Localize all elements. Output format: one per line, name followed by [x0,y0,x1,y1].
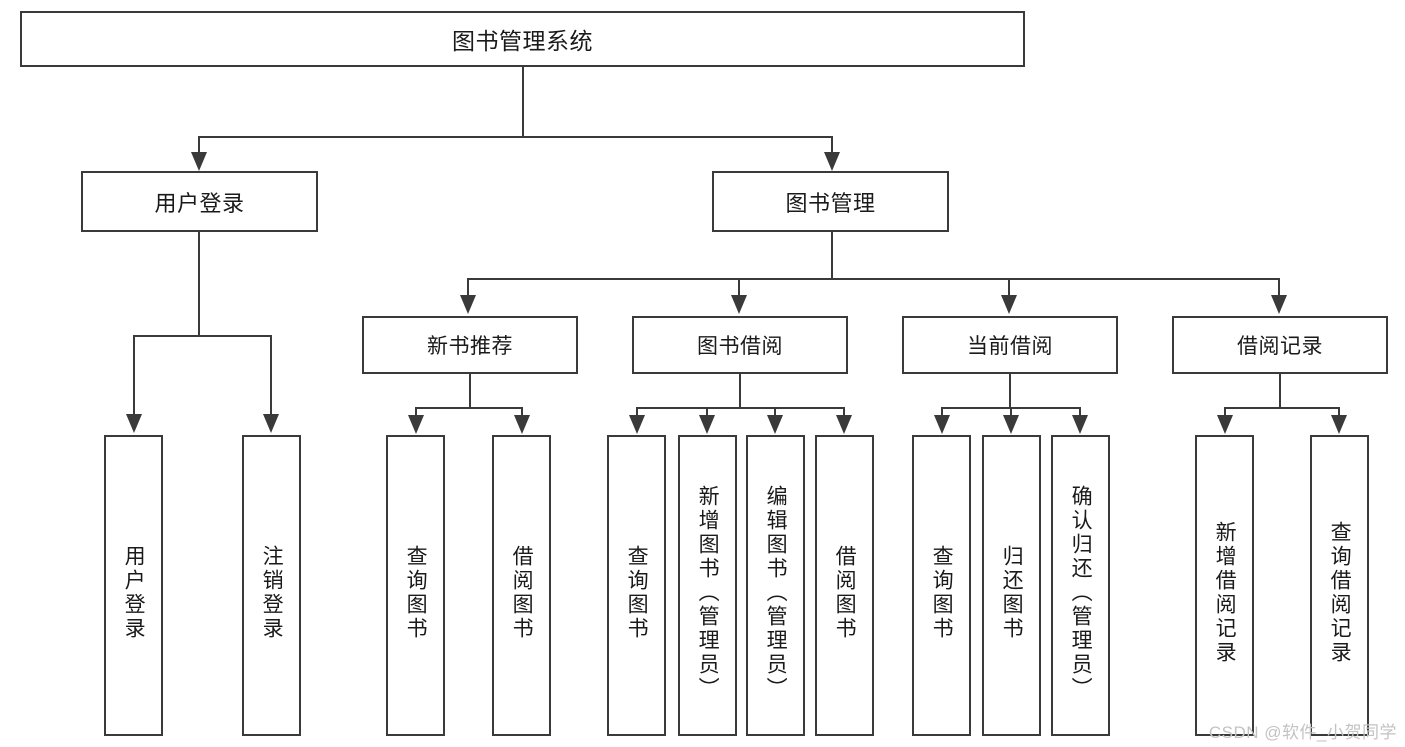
leaf-borrow-book[interactable]: 借阅图书 [815,435,874,736]
connector-current-borrow-trunk [1009,374,1011,407]
connector-book-borrow-to-leaf-2 [706,407,708,419]
arrow-new-book-to-leaf-2 [514,415,530,434]
leaf-user-login[interactable]: 用户登录 [104,435,163,736]
connector-borrow-record-bus [1224,407,1340,409]
leaf-label: 用户登录 [122,544,146,641]
connector-current-borrow-to-leaf-1 [941,407,943,419]
leaf-query-book-borrow[interactable]: 查询图书 [607,435,666,736]
arrow-book-borrow-to-leaf-4 [836,415,852,434]
node-current-borrow[interactable]: 当前借阅 [902,316,1118,374]
arrow-current-borrow-to-leaf-2 [1003,415,1019,434]
connector-user-login-trunk [198,232,200,335]
leaf-label: 查询图书 [930,544,954,641]
connector-borrow-record-to-leaf-1 [1224,407,1226,419]
connector-root-trunk [522,67,524,136]
leaf-logout[interactable]: 注销登录 [242,435,301,736]
leaf-label: 借阅图书 [510,544,534,641]
arrow-book-borrow-to-leaf-3 [767,415,783,434]
node-label: 新书推荐 [427,335,513,358]
leaf-label: 编辑图书（管理员） [764,484,788,701]
node-label: 借阅记录 [1237,335,1323,358]
arrow-book-manage-to-l3-1 [460,295,476,314]
leaf-label: 查询借阅记录 [1328,520,1352,665]
connector-book-borrow-bus [636,407,845,409]
connector-user-login-to-leaf-2 [270,335,272,417]
leaf-label: 借阅图书 [833,544,857,641]
arrow-current-borrow-to-leaf-1 [934,415,950,434]
node-label: 当前借阅 [967,335,1053,358]
connector-current-borrow-to-leaf-3 [1079,407,1081,419]
leaf-label: 新增借阅记录 [1213,520,1237,665]
node-label: 图书管理系统 [452,28,593,54]
connector-book-manage-trunk [831,232,833,278]
leaf-add-borrow-record[interactable]: 新增借阅记录 [1195,435,1254,736]
leaf-borrow-book-recommend[interactable]: 借阅图书 [492,435,551,736]
arrow-book-borrow-to-leaf-1 [629,415,645,434]
arrow-root-to-user-login [191,152,207,171]
leaf-add-book-admin[interactable]: 新增图书（管理员） [678,435,737,736]
arrow-borrow-record-to-leaf-2 [1331,415,1347,434]
node-new-book-recommend[interactable]: 新书推荐 [362,316,578,374]
connector-root-bus [198,136,833,138]
connector-user-login-bus [133,335,271,337]
leaf-query-borrow-record[interactable]: 查询借阅记录 [1310,435,1369,736]
connector-book-borrow-to-leaf-3 [774,407,776,419]
leaf-query-book-recommend[interactable]: 查询图书 [386,435,445,736]
arrow-current-borrow-to-leaf-3 [1072,415,1088,434]
node-book-borrow[interactable]: 图书借阅 [632,316,848,374]
leaf-label: 确认归还（管理员） [1069,484,1093,701]
connector-book-manage-to-l3-2 [738,278,740,300]
connector-book-borrow-to-leaf-1 [636,407,638,419]
leaf-edit-book-admin[interactable]: 编辑图书（管理员） [746,435,805,736]
connector-book-borrow-trunk [739,374,741,407]
node-user-login[interactable]: 用户登录 [81,171,318,232]
arrow-book-borrow-to-leaf-2 [699,415,715,434]
leaf-label: 注销登录 [260,544,284,641]
arrow-book-manage-to-l3-2 [731,295,747,314]
leaf-query-book-current[interactable]: 查询图书 [912,435,971,736]
connector-new-book-bus [415,407,523,409]
node-label: 图书借阅 [697,335,783,358]
connector-book-manage-to-l3-3 [1008,278,1010,300]
connector-borrow-record-to-leaf-2 [1338,407,1340,419]
connector-borrow-record-trunk [1279,374,1281,407]
connector-user-login-to-leaf-1 [133,335,135,417]
node-label: 图书管理 [785,190,876,216]
node-book-management[interactable]: 图书管理 [712,171,949,232]
arrow-borrow-record-to-leaf-1 [1217,415,1233,434]
node-label: 用户登录 [154,190,245,216]
watermark-text: CSDN @软件_小贺同学 [1208,723,1397,742]
leaf-return-book[interactable]: 归还图书 [982,435,1041,736]
connector-book-borrow-to-leaf-4 [843,407,845,419]
leaf-label: 查询图书 [404,544,428,641]
connector-root-to-book-manage [831,136,833,156]
arrow-new-book-to-leaf-1 [408,415,424,434]
arrow-user-login-to-leaf-2 [263,414,279,433]
leaf-label: 归还图书 [1000,544,1024,641]
node-root-system[interactable]: 图书管理系统 [20,11,1025,67]
arrow-book-manage-to-l3-3 [1001,295,1017,314]
leaf-label: 查询图书 [625,544,649,641]
arrow-user-login-to-leaf-1 [126,414,142,433]
connector-root-to-user-login [198,136,200,156]
arrow-book-manage-to-l3-4 [1271,295,1287,314]
connector-new-book-trunk [469,374,471,407]
leaf-label: 新增图书（管理员） [696,484,720,701]
connector-book-manage-to-l3-1 [467,278,469,300]
connector-book-manage-bus [467,278,1278,280]
arrow-root-to-book-manage [824,152,840,171]
leaf-confirm-return-admin[interactable]: 确认归还（管理员） [1051,435,1110,736]
connector-new-book-to-leaf-2 [521,407,523,419]
node-borrow-record[interactable]: 借阅记录 [1172,316,1388,374]
connector-current-borrow-to-leaf-2 [1010,407,1012,419]
connector-book-manage-to-l3-4 [1278,278,1280,300]
connector-new-book-to-leaf-1 [415,407,417,419]
